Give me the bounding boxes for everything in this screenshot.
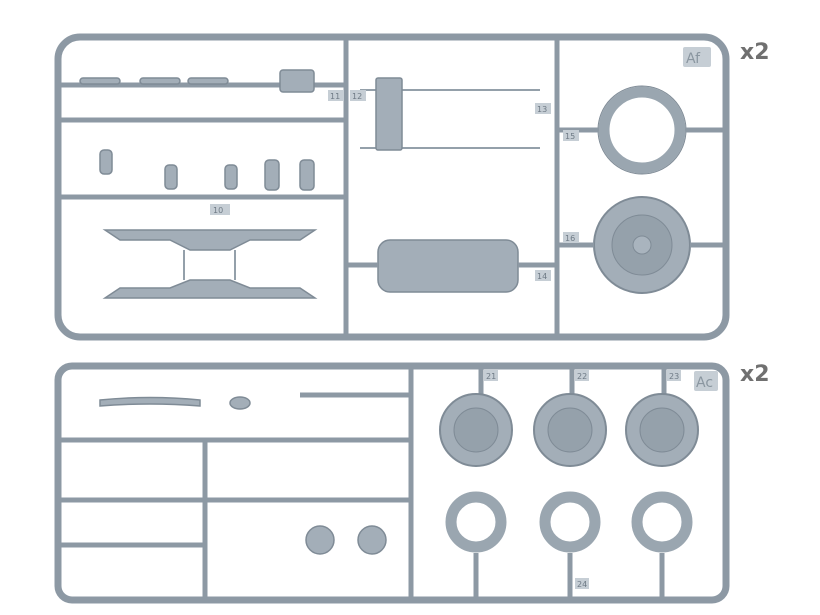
part-number: 11 (330, 92, 340, 101)
sprue-bottom: 21 22 23 24 Ac (54, 362, 730, 604)
axle-frame-part (102, 229, 318, 251)
part-number: 24 (577, 580, 587, 589)
part-number: 16 (565, 234, 575, 243)
sprue-code-af: Af (686, 51, 701, 67)
small-parts (79, 69, 315, 191)
fuel-tank-part (377, 239, 519, 293)
part-number: 23 (669, 372, 679, 381)
part-number: 13 (537, 105, 547, 114)
axle-frame-part-2 (102, 279, 318, 299)
quantity-label-top: x2 (740, 40, 770, 65)
part-number: 15 (565, 132, 575, 141)
quantity-label-bottom: x2 (740, 362, 770, 387)
spare-wheel-part (593, 196, 691, 294)
leaf-spring-part (99, 396, 201, 407)
part-number: 12 (352, 92, 362, 101)
headlight-part (229, 396, 251, 410)
part-number: 21 (486, 372, 496, 381)
small-wheel-part (305, 525, 335, 555)
part-number: 22 (577, 372, 587, 381)
part-number: 10 (213, 206, 223, 215)
tire-part (598, 86, 686, 174)
small-wheel-part-2 (357, 525, 387, 555)
sprue-top: Af 10 11 12 13 14 15 16 (54, 33, 730, 341)
wheel-parts (439, 366, 699, 600)
part-number: 14 (537, 272, 547, 281)
sprue-code-ac: Ac (696, 375, 713, 391)
panel-part (375, 77, 403, 151)
